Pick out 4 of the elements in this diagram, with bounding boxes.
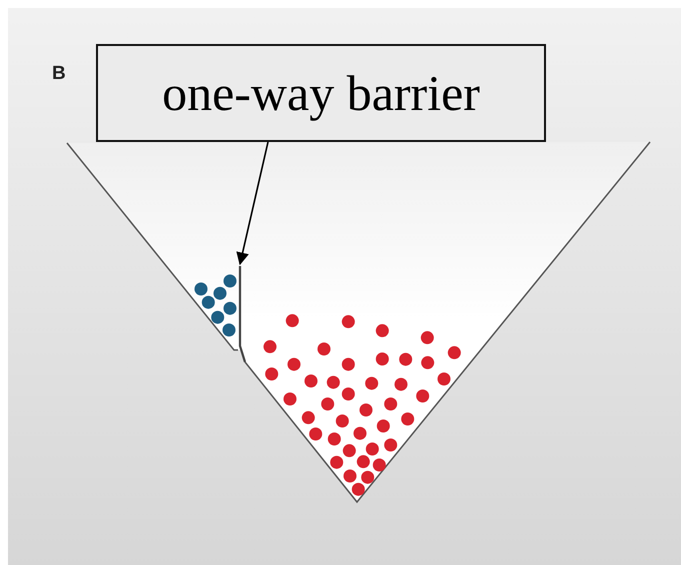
- panel-letter: B: [52, 64, 66, 83]
- barrier-wall: [236, 264, 248, 364]
- callout-box: one-way barrier: [96, 44, 546, 142]
- arrow: [236, 142, 269, 266]
